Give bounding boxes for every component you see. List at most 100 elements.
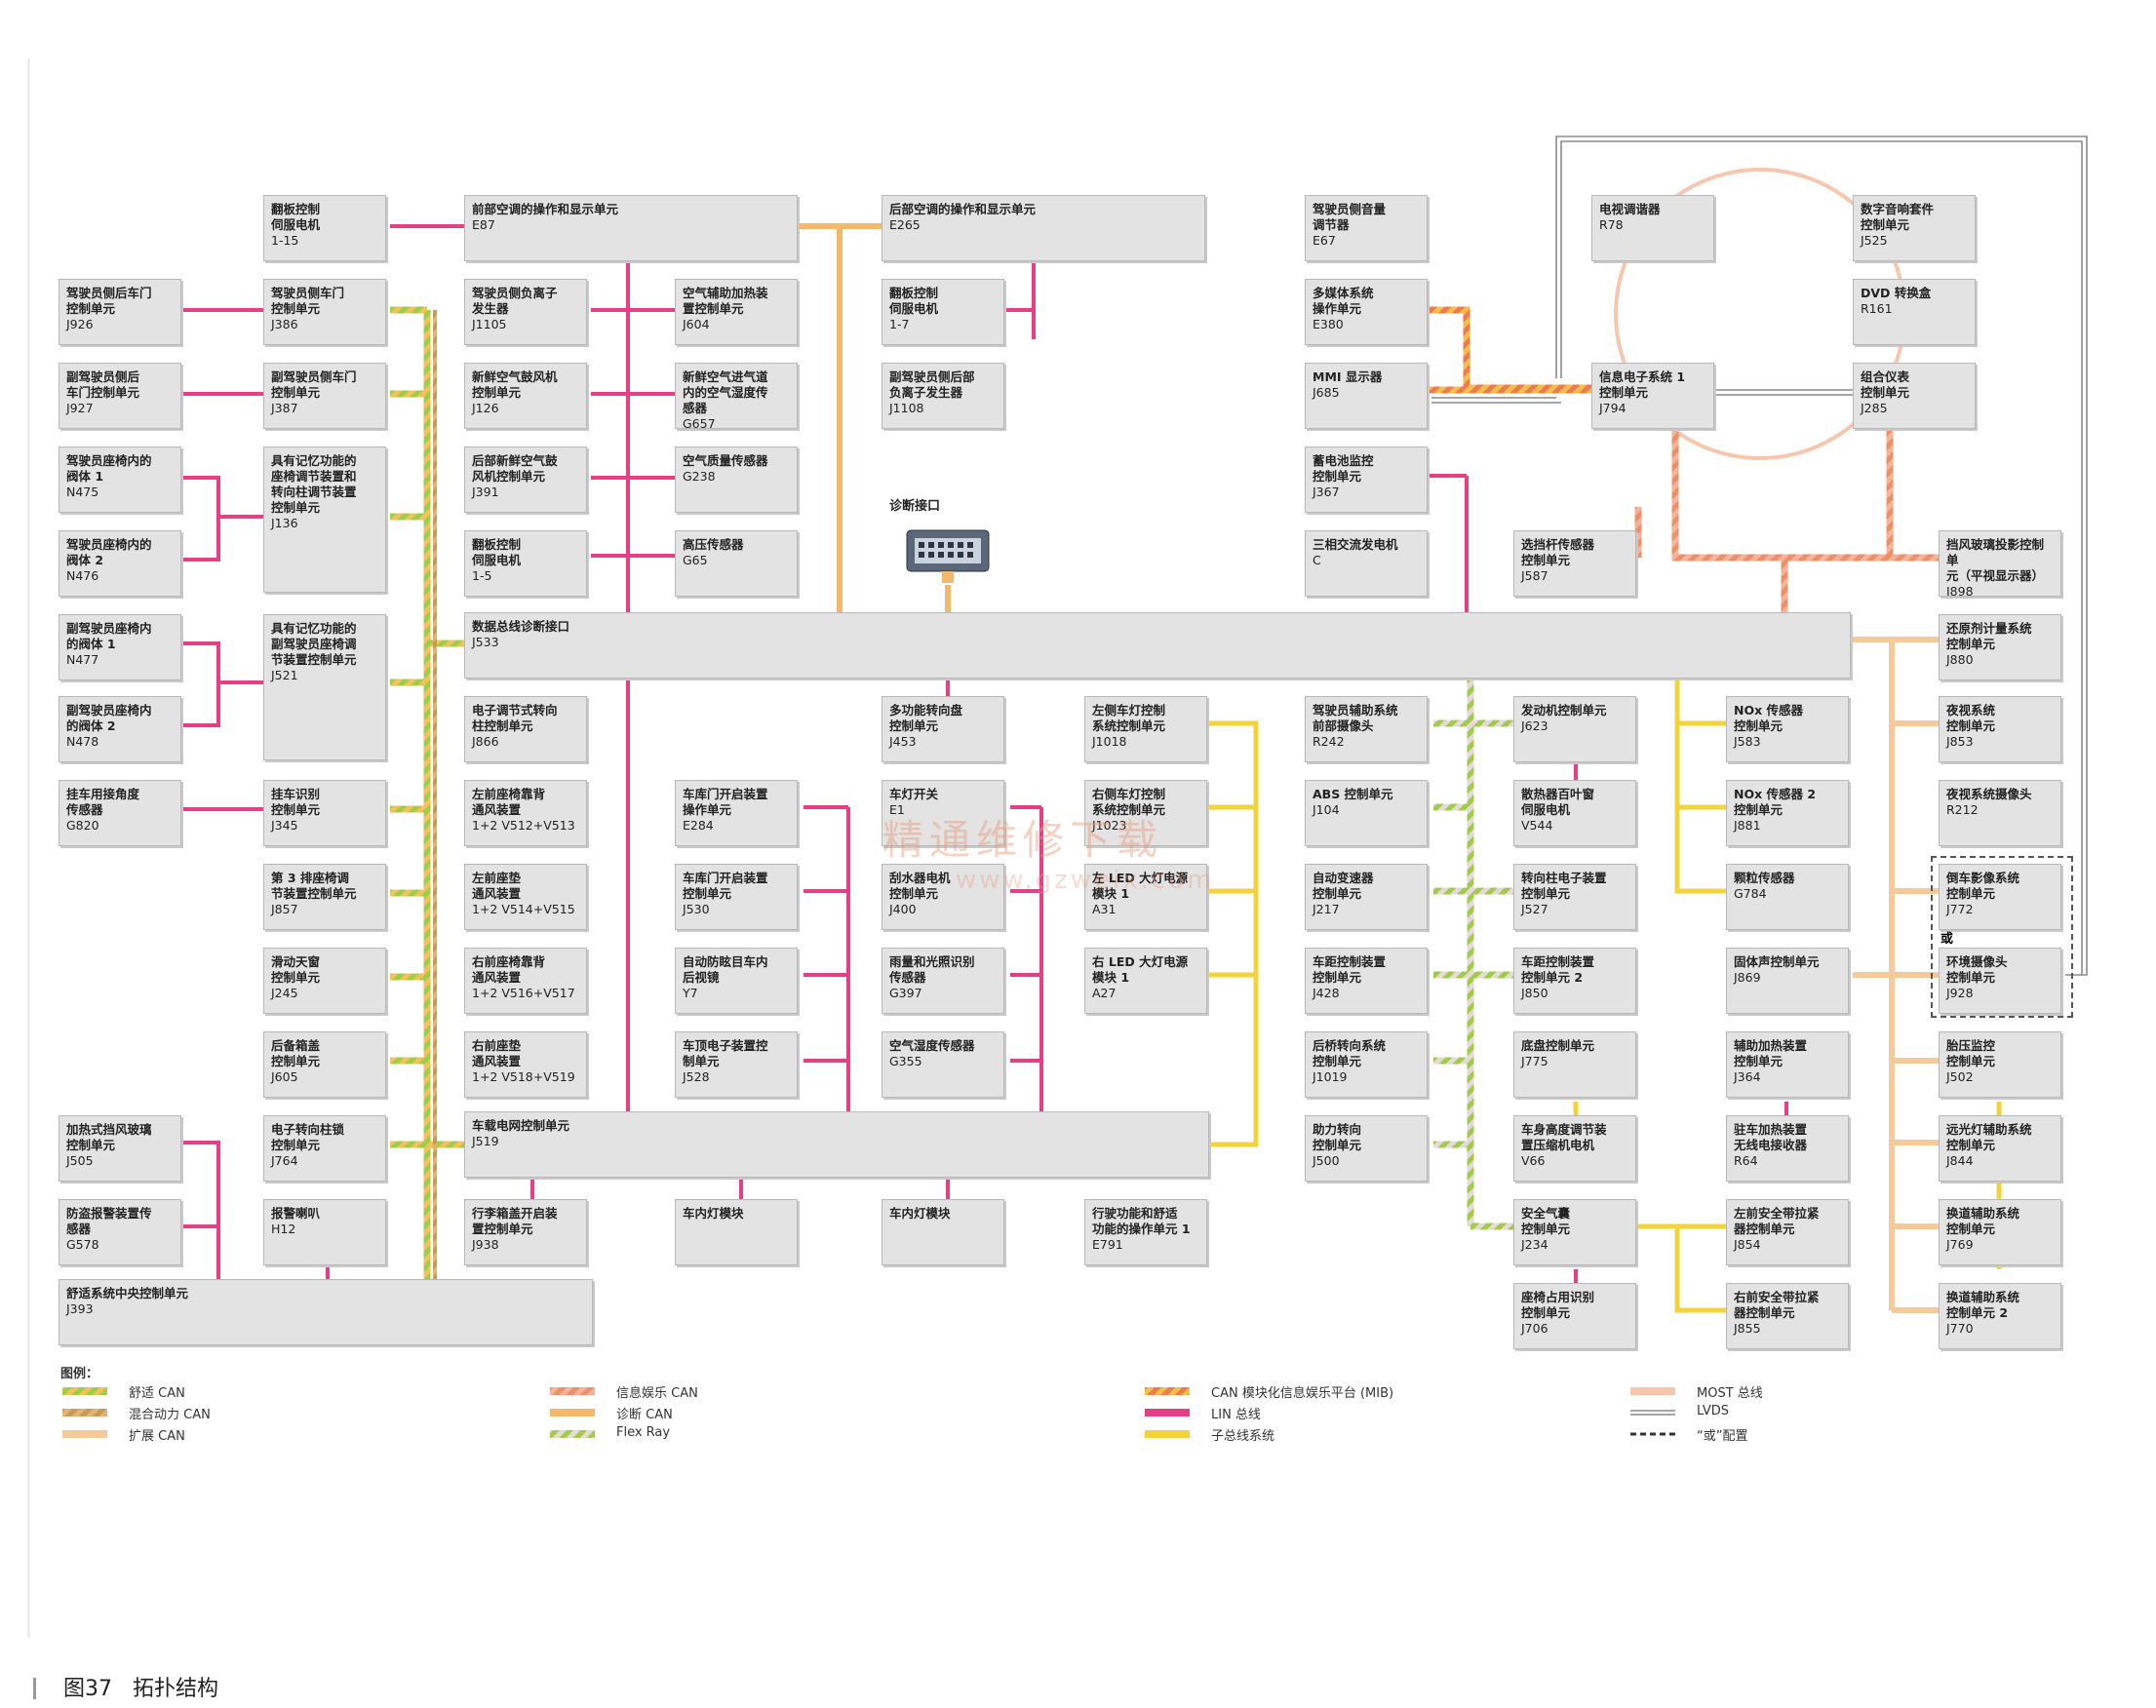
module-title: 第 3 排座椅调 节装置控制单元 (271, 871, 357, 901)
module-title: 刮水器电机 控制单元 (889, 871, 951, 901)
legend-label: 舒适 CAN (129, 1386, 185, 1401)
module-code: J527 (1521, 902, 1548, 916)
module-code: J393 (66, 1301, 94, 1316)
module-title: 具有记忆功能的 座椅调节装置和 转向柱调节装置 控制单元 (271, 453, 357, 515)
module-code: J706 (1521, 1321, 1548, 1336)
module-code: J364 (1734, 1069, 1761, 1084)
legend-label: 信息娱乐 CAN (616, 1386, 698, 1401)
module-code: J234 (1521, 1237, 1548, 1252)
module-code: J926 (66, 317, 94, 331)
legend-label: “或”配置 (1697, 1429, 1748, 1444)
module-code: J583 (1734, 734, 1761, 749)
module-title: 车顶电子装置控 制单元 (683, 1038, 768, 1068)
legend-label: Flex Ray (616, 1425, 671, 1440)
module-title: 多功能转向盘 控制单元 (889, 703, 963, 733)
module-title: 报警喇叭 (271, 1206, 321, 1221)
module-code: J1019 (1313, 1069, 1348, 1084)
module-item-91: 车内灯模块 (882, 1199, 1004, 1265)
flexray-lines (1433, 680, 1513, 1230)
legend-swatch (1145, 1409, 1190, 1417)
module-code: 1+2 V512+V513 (472, 818, 575, 833)
module-j898: 挡风玻璃投影控制单 元（平视显示器）J898 (1939, 530, 2061, 597)
module-title: 挂车用接角度 传感器 (66, 787, 140, 817)
module-title: ABS 控制单元 (1313, 787, 1393, 801)
module-title: 底盘控制单元 (1521, 1038, 1595, 1053)
module-title: 三相交流发电机 (1313, 537, 1398, 552)
module-title: 信息电子系统 1 控制单元 (1599, 369, 1686, 400)
module-code: J880 (1946, 652, 1974, 667)
module-title: 右 LED 大灯电源 模块 1 (1092, 954, 1189, 985)
module-title: 远光灯辅助系统 控制单元 (1946, 1122, 2032, 1152)
caption-number: 图37 (63, 1677, 112, 1701)
diag-can-lines (798, 223, 951, 612)
module-code: G784 (1734, 886, 1767, 901)
module-code: E265 (889, 217, 921, 232)
module-title: 右前安全带拉紧 器控制单元 (1734, 1290, 1820, 1320)
legend-label: LIN 总线 (1211, 1408, 1261, 1422)
lvds-ring (1431, 136, 2088, 976)
module-title: 行李箱盖开启装 置控制单元 (472, 1206, 558, 1236)
module-title: 行驶功能和舒适 功能的操作单元 1 (1092, 1206, 1191, 1236)
module-code: N475 (66, 485, 99, 499)
module-code: G355 (889, 1054, 922, 1068)
module-code: J104 (1313, 802, 1340, 817)
module-title: 驾驶员侧后车门 控制单元 (66, 286, 152, 316)
or-label: 或 (1940, 932, 1954, 947)
module-code: E1 (889, 802, 905, 817)
module-code: H12 (271, 1222, 296, 1236)
module-code: J387 (271, 401, 298, 415)
legend-label: LVDS (1697, 1404, 1729, 1418)
module-title: 车库门开启装置 控制单元 (683, 871, 768, 901)
module-title: 电子调节式转向 柱控制单元 (472, 703, 558, 733)
module-title: 空气辅助加热装 置控制单元 (683, 286, 768, 316)
module-title: 副驾驶员座椅内 的阀体 1 (66, 621, 152, 651)
module-code: J775 (1521, 1054, 1548, 1068)
module-code: C (1313, 553, 1321, 567)
module-code: J898 (1946, 584, 1974, 597)
watermark-text: 精通维修下载 (882, 816, 1164, 864)
module-code: J850 (1521, 986, 1548, 1000)
module-code: J502 (1946, 1069, 1974, 1084)
module-title: 转向柱电子装置 控制单元 (1521, 871, 1607, 901)
module-title: 散热器百叶窗 伺服电机 (1521, 787, 1595, 817)
module-code: J794 (1599, 401, 1627, 415)
module-title: 车灯开关 (889, 787, 939, 801)
module-title: 驾驶员侧负离子 发生器 (472, 286, 558, 316)
module-title: 车距控制装置 控制单元 (1313, 954, 1387, 985)
module-title: 胎压监控 控制单元 (1946, 1038, 1996, 1068)
module-title: 车内灯模块 (889, 1206, 951, 1221)
legend-swatch (1630, 1432, 1675, 1436)
module-code: J400 (889, 902, 917, 916)
module-code: J453 (889, 734, 917, 749)
module-code: 1+2 V516+V517 (472, 986, 575, 1000)
module-code: J505 (66, 1153, 94, 1168)
legend-label: 子总线系统 (1211, 1429, 1275, 1444)
